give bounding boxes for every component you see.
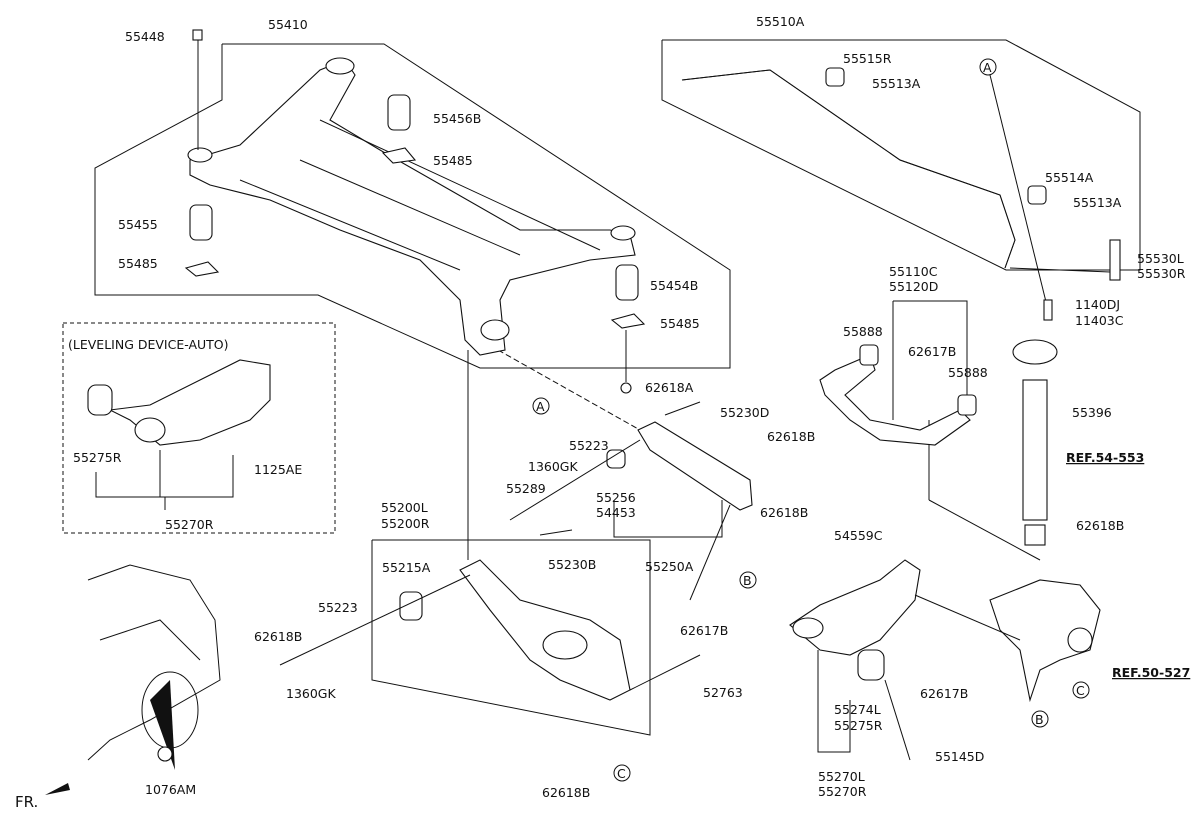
part-label[interactable]: 55230D	[720, 405, 769, 420]
bushing-55454B	[610, 264, 646, 394]
part-label[interactable]: 62618B	[767, 429, 815, 444]
part-label[interactable]: 55530R	[1137, 266, 1186, 281]
part-label[interactable]: 62618A	[645, 380, 694, 395]
trailing-link-bracket	[613, 500, 723, 538]
lower-control-arm	[459, 559, 631, 701]
upper-arm-bracket	[893, 300, 968, 400]
part-label[interactable]: 55120D	[889, 279, 938, 294]
reference-link[interactable]: REF.54-553	[1066, 450, 1144, 465]
leveling-trailing-arm	[108, 359, 271, 446]
part-label[interactable]: 55888	[948, 365, 988, 380]
part-label[interactable]: 55230B	[548, 557, 596, 572]
part-label[interactable]: 55200L	[381, 500, 428, 515]
lower-arm-group-frame	[371, 539, 651, 736]
part-label[interactable]: 62617B	[680, 623, 728, 638]
svg-text:C: C	[1076, 683, 1085, 698]
ref-marker-a: A	[979, 58, 997, 76]
part-label[interactable]: 55454B	[650, 278, 698, 293]
part-label[interactable]: 55515R	[843, 51, 892, 66]
part-label[interactable]: 62618B	[542, 785, 590, 800]
part-label[interactable]: 55456B	[433, 111, 481, 126]
ref-marker-c: C	[1072, 681, 1090, 699]
ref-marker-a: A	[532, 397, 550, 415]
ref-marker-b: B	[739, 571, 757, 589]
part-label[interactable]: 62618B	[254, 629, 302, 644]
part-label[interactable]: 55275R	[73, 450, 122, 465]
svg-text:B: B	[1035, 712, 1044, 727]
part-label[interactable]: 55270R	[818, 784, 867, 799]
part-label[interactable]: 55888	[843, 324, 883, 339]
part-label[interactable]: 55396	[1072, 405, 1112, 420]
svg-text:A: A	[983, 60, 992, 75]
front-arrow-icon	[45, 783, 70, 795]
bushing-55455	[184, 204, 220, 277]
rear-knuckle	[989, 579, 1101, 703]
part-label[interactable]: 55513A	[1073, 195, 1122, 210]
part-label[interactable]: 55250A	[645, 559, 694, 574]
stabilizer-group-frame	[661, 39, 1141, 271]
vehicle-silhouette	[87, 564, 221, 761]
part-label[interactable]: 55275R	[834, 718, 883, 733]
lower-trailing-link	[637, 421, 753, 511]
part-label[interactable]: 62618B	[760, 505, 808, 520]
part-label[interactable]: 55256	[596, 490, 636, 505]
subframe-group-frame	[94, 43, 731, 369]
leveling-device-frame	[62, 322, 336, 534]
part-labels: 55448 55410 55456B 55485 55455 55485 554…	[15, 14, 1190, 811]
part-label[interactable]: 55448	[125, 29, 165, 44]
part-label[interactable]: 1076AM	[145, 782, 196, 797]
bushing-55456B	[381, 94, 417, 164]
part-label[interactable]: 1360GK	[528, 459, 578, 474]
part-label[interactable]: 54453	[596, 505, 636, 520]
part-label[interactable]: 1360GK	[286, 686, 336, 701]
part-label[interactable]: 55289	[506, 481, 546, 496]
part-label[interactable]: 55485	[660, 316, 700, 331]
part-label[interactable]: 54559C	[834, 528, 883, 543]
reference-link[interactable]: REF.50-527	[1112, 665, 1190, 680]
part-label[interactable]: 55530L	[1137, 251, 1184, 266]
front-indicator: FR.	[15, 793, 38, 811]
part-label[interactable]: 55485	[118, 256, 158, 271]
stabilizer-link	[1109, 239, 1121, 281]
shock-absorber	[1012, 339, 1058, 546]
ref-marker-c: C	[613, 764, 631, 782]
part-label[interactable]: 55455	[118, 217, 158, 232]
part-label[interactable]: 1140DJ	[1075, 297, 1120, 312]
part-label[interactable]: 55200R	[381, 516, 430, 531]
part-label[interactable]: 55145D	[935, 749, 984, 764]
part-label[interactable]: 62617B	[920, 686, 968, 701]
svg-text:B: B	[743, 573, 752, 588]
svg-text:C: C	[617, 766, 626, 781]
part-label[interactable]: 55215A	[382, 560, 431, 575]
stabilizer-bushing	[1027, 185, 1047, 205]
part-label[interactable]: 55223	[318, 600, 358, 615]
part-label[interactable]: 55223	[569, 438, 609, 453]
part-label[interactable]: 11403C	[1075, 313, 1124, 328]
part-label[interactable]: 55270R	[165, 517, 214, 532]
part-label[interactable]: 55110C	[889, 264, 938, 279]
part-label[interactable]: 62617B	[908, 344, 956, 359]
leveling-device-title: (LEVELING DEVICE-AUTO)	[68, 337, 229, 352]
knuckle-arm-bracket	[817, 650, 851, 753]
stabilizer-bushing	[825, 67, 845, 87]
part-label[interactable]: 55485	[433, 153, 473, 168]
part-label[interactable]: 55514A	[1045, 170, 1094, 185]
crossmember-subframe	[187, 57, 636, 356]
svg-text:A: A	[536, 399, 545, 414]
part-label[interactable]: 55510A	[756, 14, 805, 29]
part-label[interactable]: 55270L	[818, 769, 865, 784]
part-label[interactable]: 1125AE	[254, 462, 302, 477]
ref-marker-b: B	[1031, 710, 1049, 728]
part-label[interactable]: 55513A	[872, 76, 921, 91]
part-label[interactable]: 52763	[703, 685, 743, 700]
part-label[interactable]: 55274L	[834, 702, 881, 717]
part-label[interactable]: 62618B	[1076, 518, 1124, 533]
part-label[interactable]: 55410	[268, 17, 308, 32]
trailing-arm	[789, 559, 921, 656]
